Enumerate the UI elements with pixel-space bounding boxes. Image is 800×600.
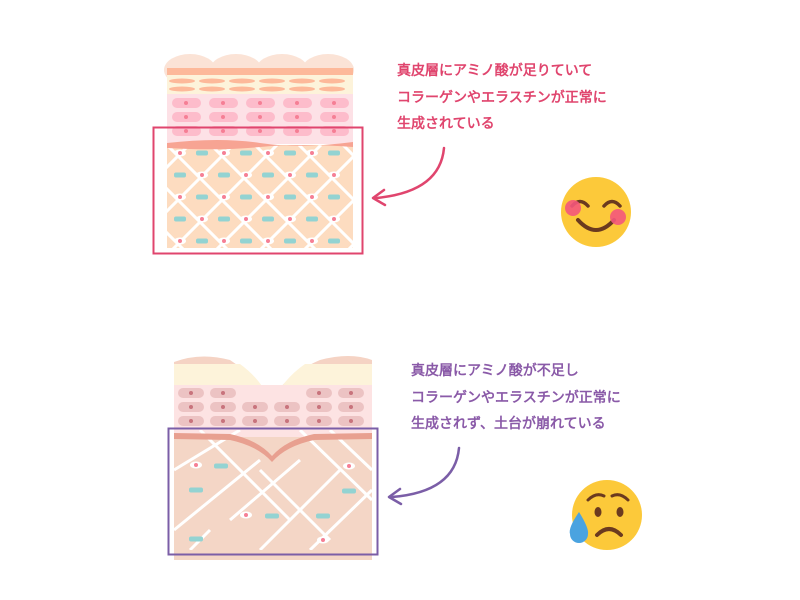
deficient-caption: 真皮層にアミノ酸が不足し コラーゲンやエラスチンが正常に 生成されず、土台が崩れ… [411, 358, 621, 438]
caption-line: コラーゲンやエラスチンが正常に [411, 389, 621, 406]
damaged-skin-illustration [167, 356, 379, 560]
worried-face-icon [569, 480, 642, 550]
caption-line: 生成されている [397, 116, 495, 132]
caption-line: 真皮層にアミノ酸が足りていて [397, 63, 593, 79]
dermis-highlight-box [152, 126, 364, 255]
caption-line: コラーゲンやエラスチンが正常に [397, 89, 607, 106]
arrow-icon [374, 146, 446, 200]
caption-line: 生成されず、土台が崩れている [411, 416, 606, 432]
arrow-icon [390, 446, 461, 499]
smiling-face-icon [561, 177, 631, 247]
healthy-skin-illustration [152, 54, 364, 255]
healthy-caption: 真皮層にアミノ酸が足りていて コラーゲンやエラスチンが正常に 生成されている [397, 58, 607, 138]
dermis-highlight-box [167, 427, 379, 556]
caption-line: 真皮層にアミノ酸が不足し [411, 363, 579, 379]
